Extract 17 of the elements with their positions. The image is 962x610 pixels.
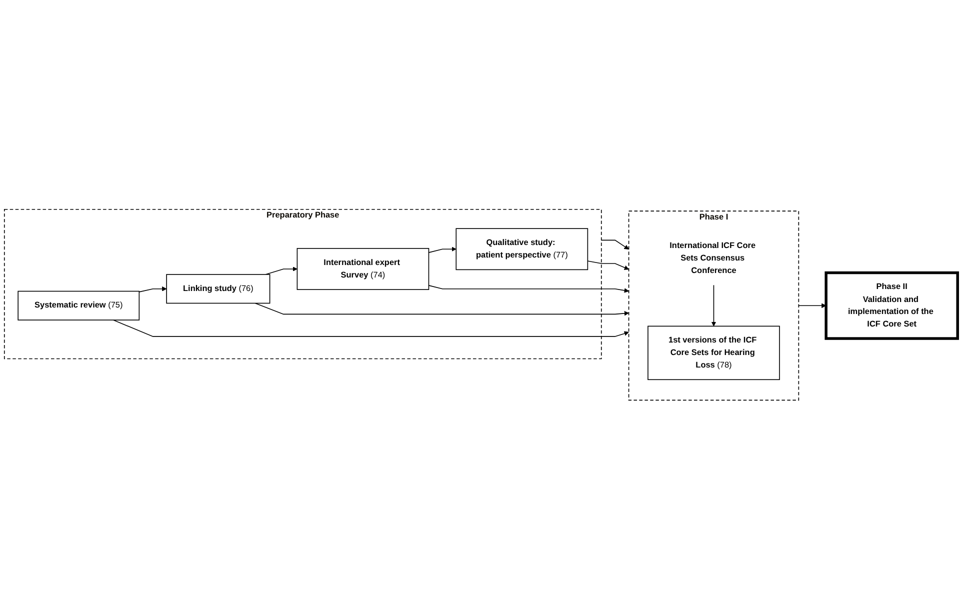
node-box: 1st versions of the ICF Core Sets for Hearing Loss (78) [648, 326, 780, 380]
arrow [711, 284, 716, 327]
arrow [254, 303, 629, 316]
arrow [600, 240, 629, 250]
node-box: International expert Survey (74) [296, 248, 430, 290]
node-box: Phase II Validation and implementation of the ICF Core Set [824, 272, 959, 340]
arrow [798, 303, 826, 308]
arrow [112, 320, 629, 338]
arrow [138, 286, 167, 293]
node-box: Systematic review (75) [18, 291, 140, 321]
arrow [265, 266, 298, 276]
node-box: Qualitative study: patient perspective (77) [456, 228, 588, 270]
arrow [428, 285, 629, 294]
node-text: International ICF Core Sets Consensus Conference [670, 241, 756, 276]
arrow [587, 260, 629, 270]
node-box: Linking study (76) [166, 274, 270, 304]
arrow [428, 246, 456, 254]
